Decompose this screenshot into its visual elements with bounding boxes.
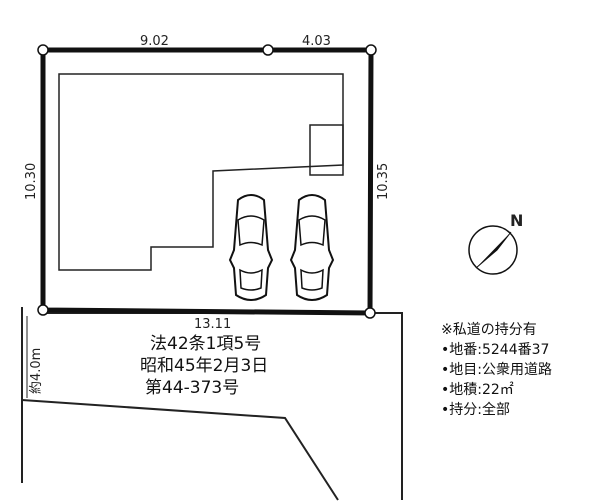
road-edge-lower <box>21 399 339 501</box>
car-icon <box>228 194 274 301</box>
marker-top-mid <box>262 44 274 56</box>
marker-bottom-right <box>364 307 376 319</box>
marker-top-left <box>37 44 49 56</box>
road-line-2: 昭和45年2月3日 <box>140 356 268 376</box>
dim-right: 10.35 <box>376 163 391 200</box>
notes-heading: ※私道の持分有 <box>441 322 537 338</box>
notes-item: •地番:5244番37 <box>441 342 550 358</box>
marker-bottom-left <box>37 304 49 316</box>
compass-icon <box>468 225 518 275</box>
dim-road-width: 約4.0m <box>29 348 44 394</box>
dim-bottom: 13.11 <box>194 317 231 332</box>
private-road-notes: ※私道の持分有 •地番:5244番37 •地目:公衆用道路 •地積:22㎡ •持… <box>441 320 552 420</box>
marker-top-right <box>365 44 377 56</box>
dim-top-left: 9.02 <box>140 34 169 49</box>
compass-label: N <box>510 211 523 230</box>
storage-box <box>309 124 344 176</box>
notes-item: •持分:全部 <box>441 402 510 418</box>
notes-item: •地積:22㎡ <box>441 382 514 398</box>
car-icon <box>289 194 335 301</box>
building-footprint <box>58 73 344 271</box>
road-line-3: 第44-373号 <box>145 378 239 398</box>
road-line-1: 法42条1項5号 <box>150 334 261 354</box>
notes-item: •地目:公衆用道路 <box>441 362 552 378</box>
dim-top-right: 4.03 <box>302 34 331 49</box>
dim-left: 10.30 <box>24 163 39 200</box>
